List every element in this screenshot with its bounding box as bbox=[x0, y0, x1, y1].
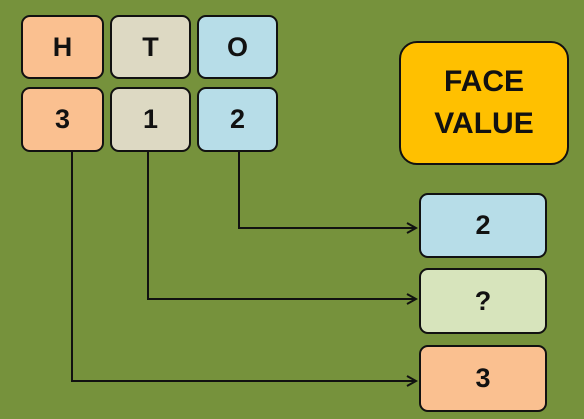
face-value-label: FACE VALUE bbox=[399, 41, 569, 165]
hundreds-header: H bbox=[21, 15, 104, 79]
ones-header: O bbox=[197, 15, 278, 79]
face-value-line-1: FACE bbox=[443, 65, 524, 98]
ones-face-value-result: 2 bbox=[419, 193, 547, 258]
arrow-hundreds-to-result bbox=[71, 151, 416, 381]
tens-digit: 1 bbox=[110, 87, 191, 152]
hundreds-face-value-result: 3 bbox=[419, 345, 547, 412]
tens-face-value-result: ? bbox=[419, 268, 547, 334]
arrow-ones-to-result bbox=[238, 151, 416, 228]
face-value-line-2: VALUE bbox=[434, 107, 534, 140]
tens-header: T bbox=[110, 15, 191, 79]
arrow-tens-to-result bbox=[147, 151, 416, 299]
ones-digit: 2 bbox=[197, 87, 278, 152]
hundreds-digit: 3 bbox=[21, 87, 104, 152]
